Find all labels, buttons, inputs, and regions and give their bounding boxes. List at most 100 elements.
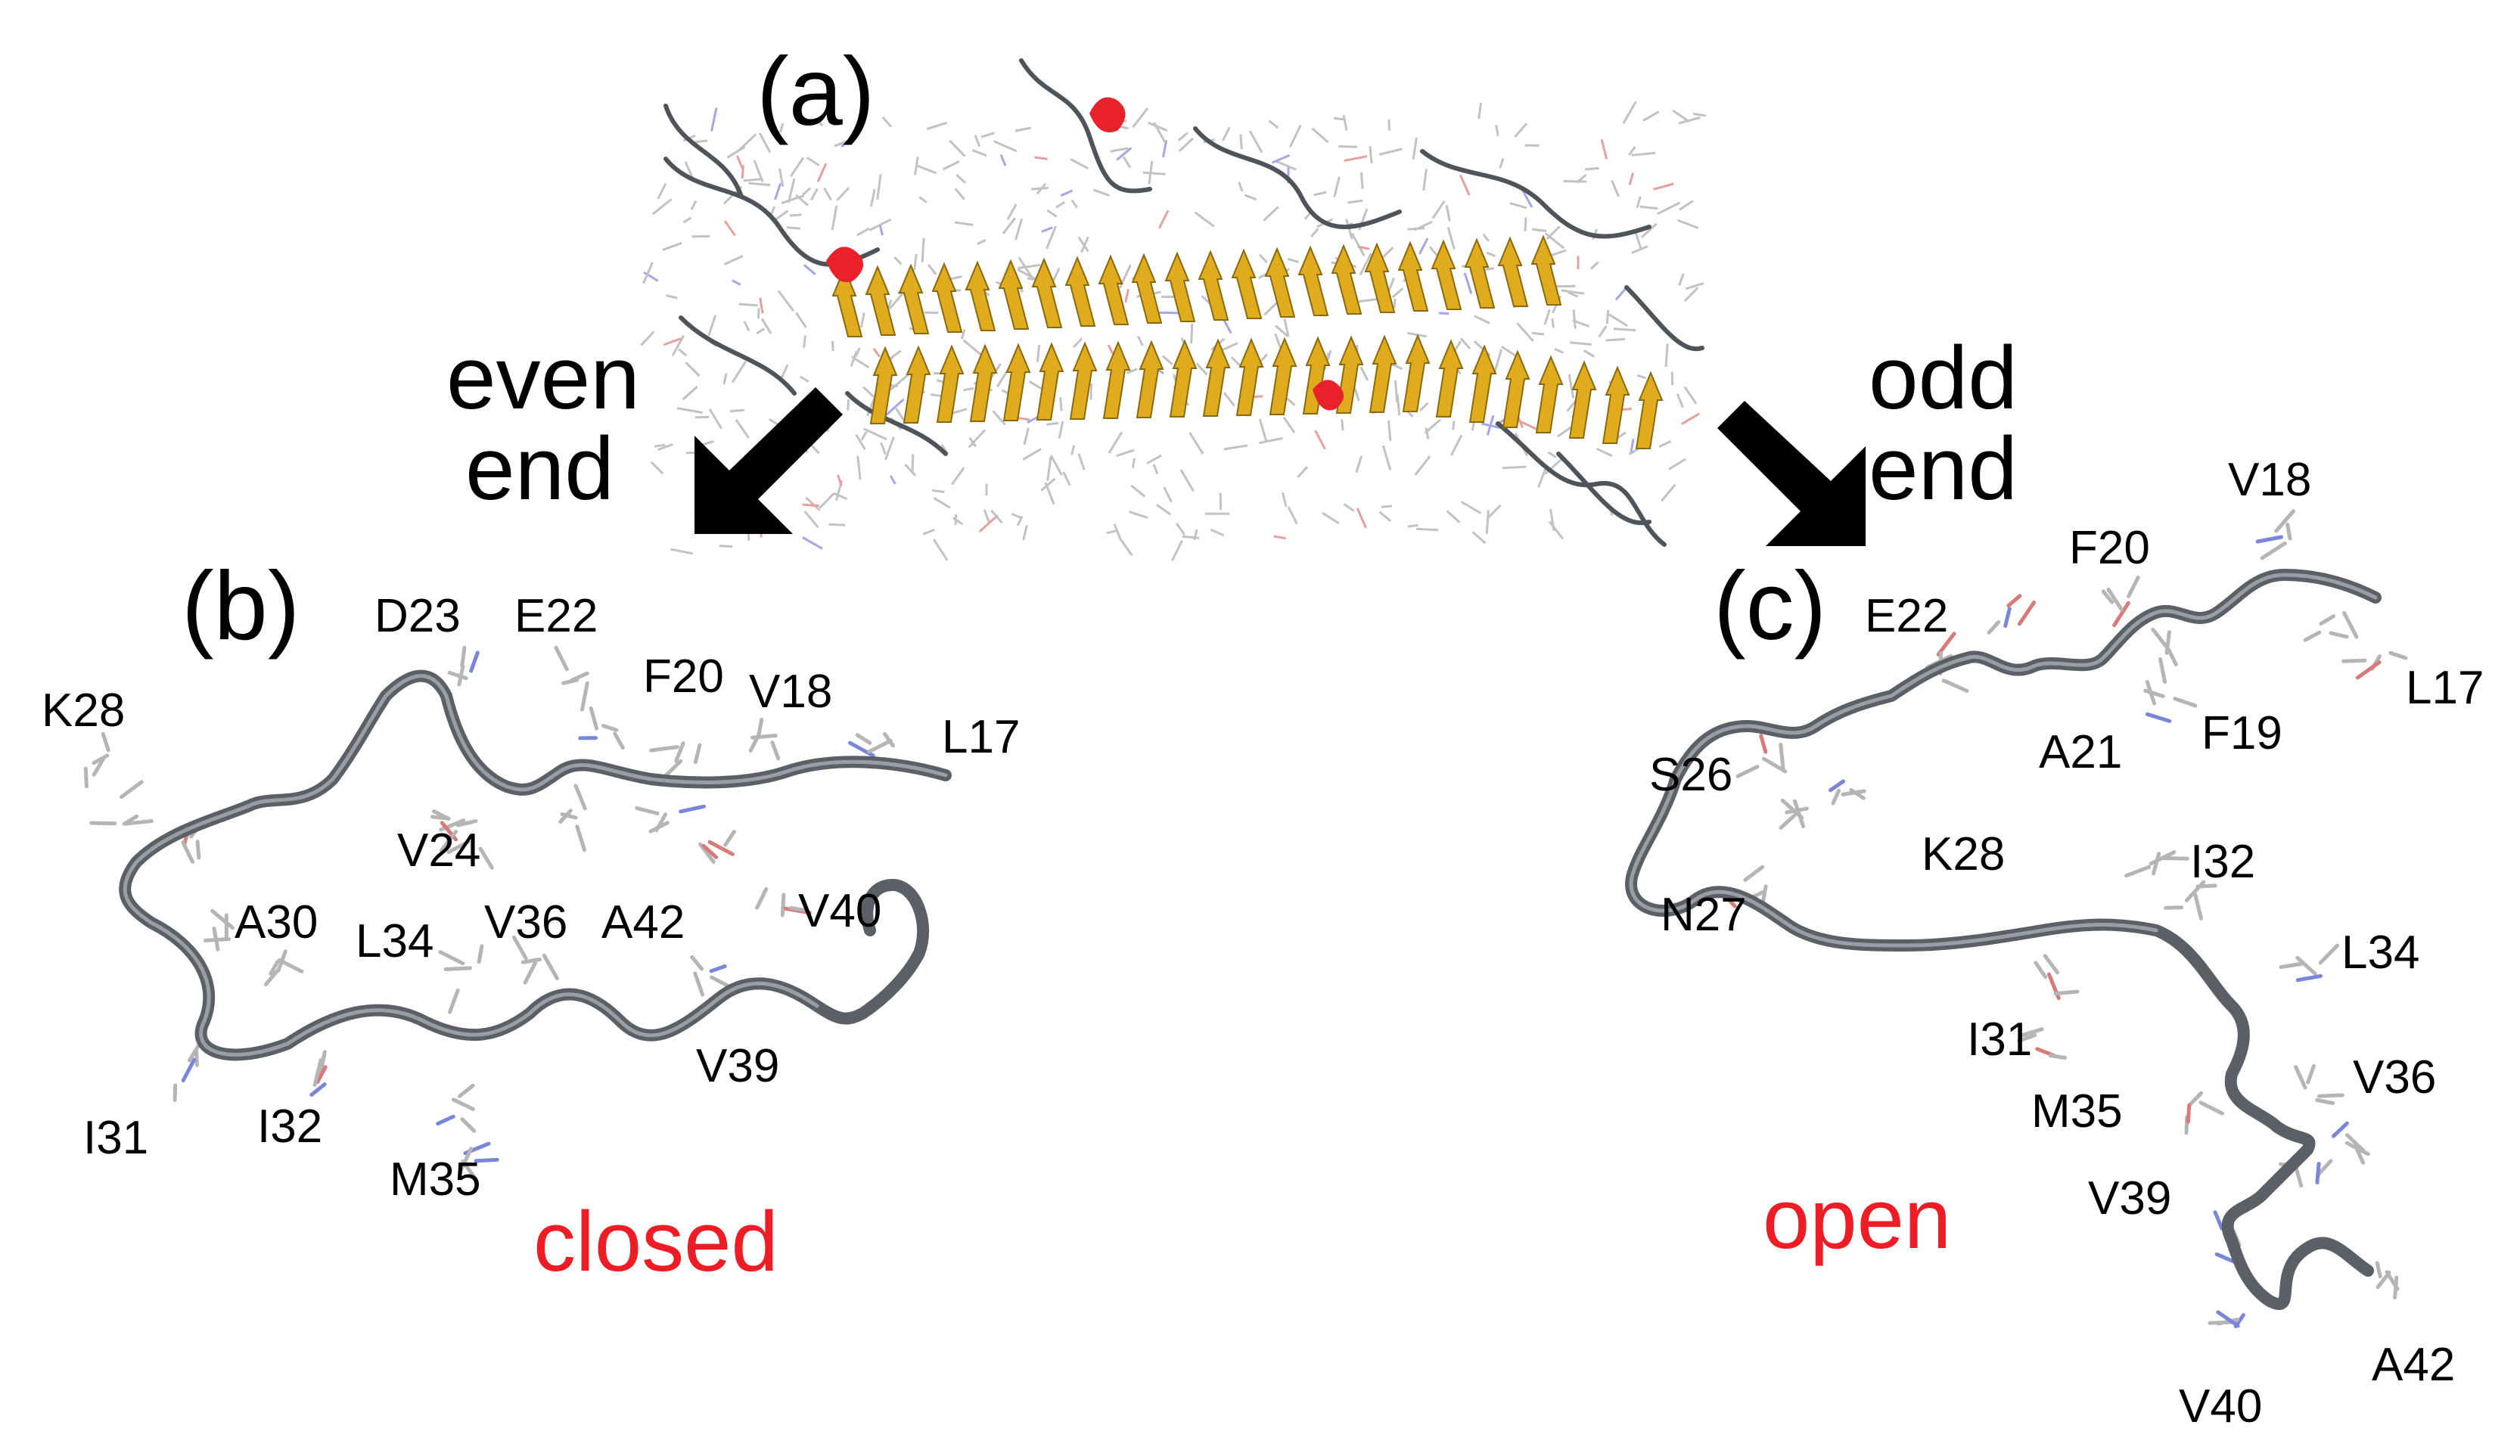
residue-label: E22 xyxy=(1865,590,1948,642)
side-chain-stick xyxy=(458,1083,475,1098)
side-chain-stick xyxy=(120,780,144,799)
fibril-stick xyxy=(1446,227,1456,250)
arrow-even-end: even end xyxy=(446,328,843,534)
side-chain-stick xyxy=(181,1057,197,1082)
fibril-stick xyxy=(1116,147,1133,161)
fibril-stick xyxy=(1485,510,1490,534)
fibril-stick xyxy=(828,523,846,526)
fibril-stick xyxy=(955,173,967,185)
fibril-stick xyxy=(880,442,887,455)
fibril-stick xyxy=(1633,230,1642,249)
fibril-stick xyxy=(736,155,744,169)
fibril-stick xyxy=(1357,245,1370,250)
fibril-stick xyxy=(1640,222,1658,238)
side-chain-stick xyxy=(452,1097,475,1111)
fibril-stick xyxy=(1381,445,1392,470)
beta-strand xyxy=(1635,371,1664,449)
fibril-stick xyxy=(787,178,796,203)
fibril-stick xyxy=(1162,140,1168,158)
fibril-stick xyxy=(876,174,882,200)
fibril-stick xyxy=(949,139,966,157)
fibril-stick xyxy=(1275,324,1289,337)
fibril-stick xyxy=(1060,189,1074,197)
side-chain-stick xyxy=(2214,1252,2236,1264)
closed-residue-labels: K28 D23 E22 F20 V18 L17 V24 A30 L34 V36 … xyxy=(42,590,1020,1206)
fibril-stick xyxy=(1171,539,1183,561)
side-chain-stick xyxy=(723,830,736,847)
side-chain-stick xyxy=(1831,788,1841,806)
beta-strand xyxy=(1369,334,1397,413)
fibril-stick xyxy=(1175,523,1186,536)
fibril-stick xyxy=(1425,427,1430,439)
fibril-stick xyxy=(922,528,935,536)
fibril-stick xyxy=(1023,427,1030,445)
fibril-stick xyxy=(951,467,965,486)
fibril-stick xyxy=(799,375,809,383)
side-chain-stick xyxy=(649,745,679,753)
fibril-stick xyxy=(890,372,911,391)
side-chain-stick xyxy=(312,1058,323,1087)
side-chain-stick xyxy=(2295,973,2323,983)
fibril-stick xyxy=(1369,146,1373,164)
fibril-stick xyxy=(1681,412,1701,425)
residue-label: F19 xyxy=(2202,707,2282,759)
fibril-stick xyxy=(990,509,1003,524)
fibril-stick xyxy=(1161,355,1173,366)
fibril-stick xyxy=(1628,172,1635,185)
fibril-stick xyxy=(1287,506,1298,525)
fibril-stick xyxy=(723,255,744,265)
beta-strand xyxy=(1464,237,1496,309)
fibril-stick xyxy=(1148,160,1154,185)
fibril-stick xyxy=(1499,158,1505,169)
fibril-stick xyxy=(722,373,728,385)
fibril-stick xyxy=(1281,492,1288,508)
residue-label: I32 xyxy=(257,1101,322,1153)
side-chain-stick xyxy=(511,935,528,961)
fibril-stick xyxy=(663,337,682,346)
side-chain-stick xyxy=(2053,989,2080,996)
fibril-stick xyxy=(1182,535,1200,539)
fibril-stick xyxy=(837,474,843,486)
fibril-stick xyxy=(868,218,892,231)
side-chain-stick xyxy=(460,645,467,668)
residue-label: M35 xyxy=(2031,1085,2123,1138)
fibril-stick xyxy=(968,429,987,449)
fibril-stick xyxy=(904,464,917,477)
side-chain-stick xyxy=(2017,601,2037,626)
fibril-stick xyxy=(743,178,763,182)
side-chain-stick xyxy=(1779,742,1785,773)
fibril-stick xyxy=(1446,510,1461,523)
fibril-stick xyxy=(1431,200,1446,219)
fibril-stick xyxy=(650,461,664,475)
fibril-stick xyxy=(1683,386,1698,405)
side-chain-stick xyxy=(693,743,702,765)
fibril-stick xyxy=(802,503,819,508)
side-chain-stick xyxy=(780,893,786,917)
fibril-stick xyxy=(1393,298,1397,309)
fibril-stick xyxy=(850,350,858,368)
fibril-beta-sheets xyxy=(831,234,1664,449)
fibril-stick xyxy=(1418,237,1429,255)
residue-label: V39 xyxy=(2088,1172,2171,1225)
fibril-stick xyxy=(1628,146,1636,156)
residue-label: K28 xyxy=(1922,828,2005,880)
fibril-stick xyxy=(1502,465,1527,470)
side-chain-stick xyxy=(2315,1162,2321,1184)
fibril-stick xyxy=(1210,528,1225,537)
fibril-stick xyxy=(881,116,893,128)
fibril-stick xyxy=(1359,366,1369,381)
fibril-stick xyxy=(1576,173,1587,184)
side-chain-stick xyxy=(573,784,587,811)
side-chain-stick xyxy=(613,731,625,750)
fibril-stick xyxy=(790,213,802,217)
fibril-stick xyxy=(980,132,995,138)
fibril-stick xyxy=(1193,529,1198,541)
fibril-stick xyxy=(819,492,835,509)
fibril-stick xyxy=(1016,515,1024,526)
fibril-stick xyxy=(1568,374,1575,399)
side-chain-stick xyxy=(443,966,472,971)
side-chain-stick xyxy=(446,840,471,855)
arrow-odd-label-line1: odd xyxy=(1869,328,2018,428)
fibril-stick xyxy=(1040,477,1056,492)
side-chain-stick xyxy=(867,738,893,754)
